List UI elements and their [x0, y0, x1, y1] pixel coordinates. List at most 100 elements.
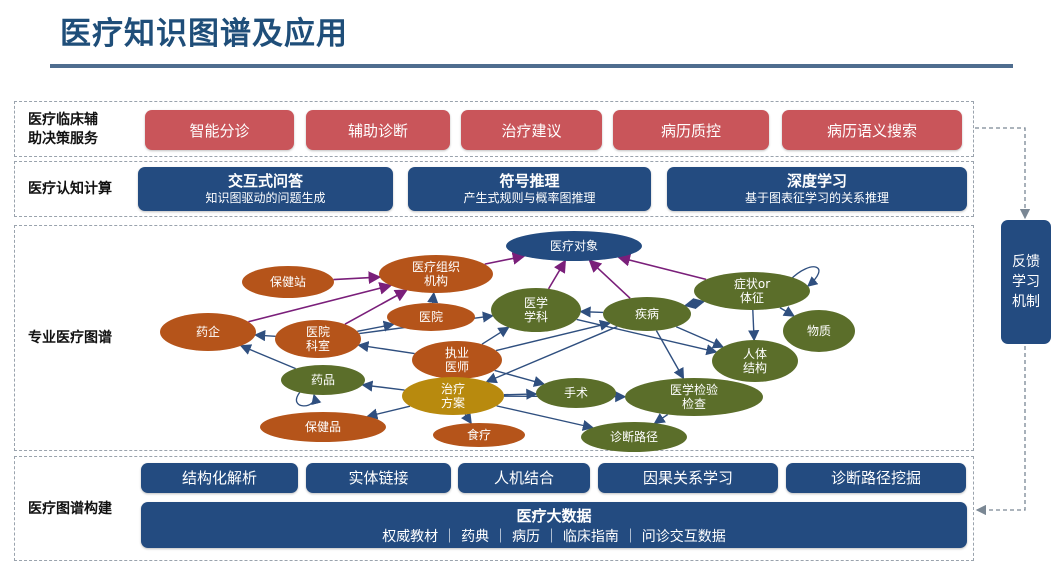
node-shape-discipline: [491, 288, 581, 332]
node-label-dept: 科室: [306, 338, 330, 353]
row-label-build: 医疗图谱构建: [28, 501, 112, 517]
feedback-learning-box: 反馈 学习 机制: [1001, 220, 1051, 344]
edge-treatment-path: [496, 405, 594, 431]
edge-doctor-disease: [495, 319, 612, 352]
row-label-graph: 专业医疗图谱: [28, 330, 112, 346]
node-shape-health: [260, 412, 386, 442]
edge-disease-body: [675, 326, 725, 349]
node-shape-path: [581, 422, 687, 452]
build-structured-parsing: 结构化解析: [141, 463, 298, 493]
node-drug: 药品: [281, 365, 365, 395]
node-station: 保健站: [242, 266, 334, 298]
node-label-org: 医疗组织: [412, 260, 460, 274]
node-shape-body: [712, 340, 798, 382]
build-path-mining: 诊断路径挖掘: [786, 463, 966, 493]
node-surgery: 手术: [536, 378, 616, 408]
node-label-body: 人体: [743, 347, 767, 361]
page-title: 医疗知识图谱及应用: [60, 16, 348, 52]
cognitive-qa-sub: 知识图驱动的问题生成: [205, 191, 326, 205]
node-label-doctor: 执业: [445, 346, 469, 360]
edge-dept-org: [344, 289, 408, 325]
build-human-machine: 人机结合: [458, 463, 590, 493]
edge-symptom-substance: [779, 306, 796, 317]
self-loop-drug: [295, 391, 322, 407]
node-label-drug: 药品: [311, 373, 335, 387]
edge-disease-symptom: [685, 298, 706, 310]
cognitive-deep-learning: 深度学习 基于图表征学习的关系推理: [667, 167, 967, 211]
cognitive-reasoning-title: 符号推理: [499, 172, 560, 190]
node-label-path: 诊断路径: [610, 429, 658, 444]
row-label-cognitive: 医疗认知计算: [28, 181, 112, 197]
node-shape-pharma: [160, 313, 256, 351]
edge-doctor-dept: [357, 341, 415, 355]
node-shape-org: [379, 255, 493, 293]
node-shape-substance: [783, 310, 855, 352]
cognitive-deep-learning-sub: 基于图表征学习的关系推理: [744, 191, 889, 205]
edge-disease-treatment: [485, 325, 618, 384]
edge-exam-path: [653, 413, 669, 424]
node-health: 保健品: [260, 412, 386, 442]
edge-disease-exam: [655, 330, 685, 380]
self-loop-symptom: [789, 266, 820, 287]
build-entity-linking: 实体链接: [306, 463, 451, 493]
node-label-symptom: 体征: [740, 291, 764, 305]
big-data-sources: 权威教材 ｜ 药典 ｜ 病历 ｜ 临床指南 ｜ 问诊交互数据: [382, 528, 726, 545]
row-label-clinical: 医疗临床辅 助决策服务: [28, 112, 98, 147]
node-label-food: 食疗: [467, 427, 491, 442]
node-substance: 物质: [783, 310, 855, 352]
edge-doctor-surgery: [494, 369, 546, 387]
cognitive-qa-title: 交互式问答: [227, 172, 303, 190]
node-label-dept: 医院: [306, 325, 330, 339]
title-underline: [50, 64, 1013, 68]
node-label-symptom: 症状or: [734, 276, 770, 291]
node-pharma: 药企: [160, 313, 256, 351]
cognitive-deep-learning-title: 深度学习: [786, 172, 847, 190]
edge-treatment-food: [461, 411, 472, 425]
node-label-surgery: 手术: [564, 386, 588, 400]
node-label-target: 医疗对象: [550, 239, 598, 253]
service-diagnosis: 辅助诊断: [306, 110, 450, 150]
service-record-qc: 病历质控: [613, 110, 769, 150]
edge-pharma-org: [248, 282, 393, 323]
build-causal-learning: 因果关系学习: [598, 463, 778, 493]
edge-hospital-org: [427, 291, 439, 304]
node-shape-symptom: [694, 272, 810, 310]
edge-dept-hospital: [357, 320, 395, 333]
node-label-body: 结构: [743, 360, 767, 375]
edge-doctor-discipline: [481, 326, 510, 345]
edge-disease-discipline: [579, 306, 604, 318]
edge-symptom-body: [748, 309, 760, 342]
node-label-discipline: 学科: [524, 309, 548, 324]
node-hospital: 医院: [387, 303, 475, 331]
service-triage: 智能分诊: [145, 110, 294, 150]
node-shape-food: [433, 423, 525, 447]
node-label-disease: 疾病: [635, 306, 659, 321]
node-disease: 疾病: [603, 297, 691, 331]
node-shape-surgery: [536, 378, 616, 408]
node-label-exam: 检查: [682, 396, 706, 411]
build-big-data: 医疗大数据 权威教材 ｜ 药典 ｜ 病历 ｜ 临床指南 ｜ 问诊交互数据: [141, 502, 967, 548]
node-path: 诊断路径: [581, 422, 687, 452]
node-label-treatment: 治疗: [441, 382, 465, 396]
node-label-pharma: 药企: [196, 324, 220, 339]
node-label-substance: 物质: [807, 324, 831, 338]
node-label-exam: 医学检验: [670, 382, 718, 397]
cognitive-reasoning: 符号推理 产生式规则与概率图推理: [408, 167, 651, 211]
graph-nodes: 医疗对象医疗组织机构保健站药企医院科室医院医学学科疾病症状or体征物质执业医师人…: [160, 231, 855, 452]
edge-station-org: [333, 271, 382, 285]
node-shape-treatment: [402, 377, 504, 415]
node-label-health: 保健品: [305, 420, 341, 434]
node-label-treatment: 方案: [441, 395, 465, 410]
node-label-station: 保健站: [270, 275, 306, 289]
service-semantic-search: 病历语义搜索: [782, 110, 962, 150]
big-data-title: 医疗大数据: [516, 506, 592, 525]
feedback-connector-top: [975, 127, 1031, 220]
node-label-org: 机构: [424, 273, 448, 288]
node-shape-doctor: [412, 341, 502, 379]
